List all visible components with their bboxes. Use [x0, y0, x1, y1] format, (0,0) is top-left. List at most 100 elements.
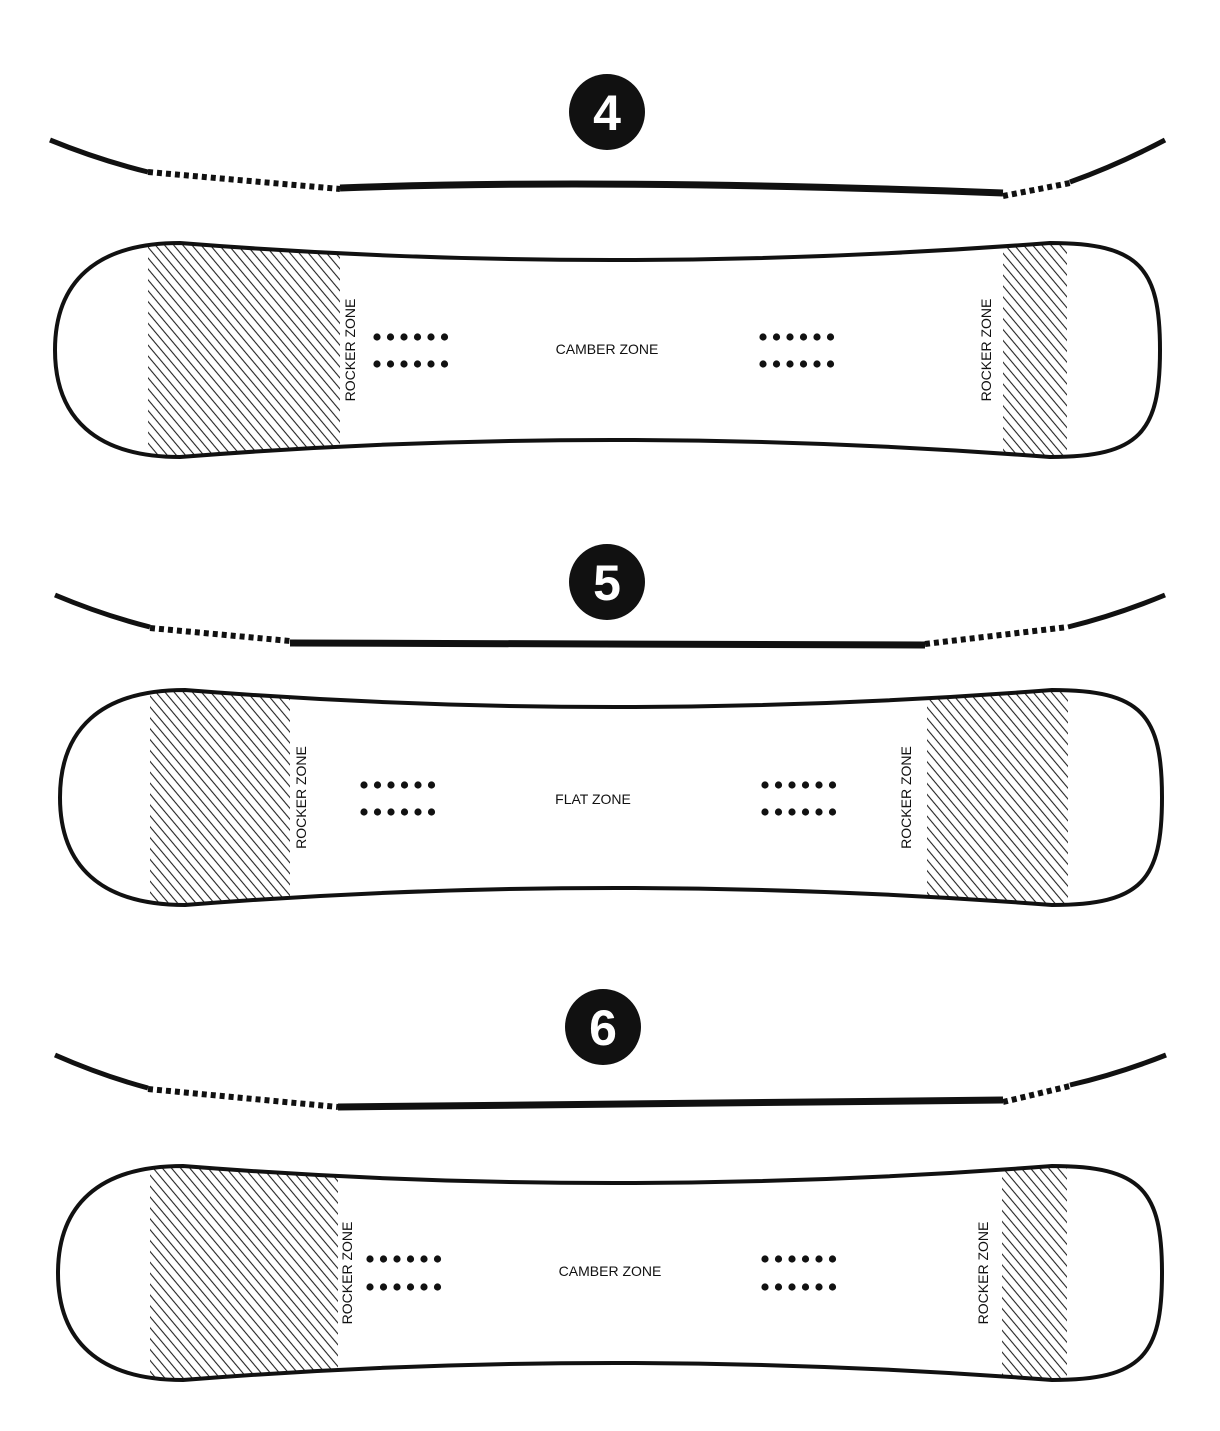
- board-outline: [52, 240, 1163, 460]
- left-binding-insert-dot: [400, 360, 408, 368]
- rocker-zone-hatch-left: [150, 1166, 338, 1380]
- center-base-line: [289, 639, 926, 649]
- right-binding-insert-dot: [828, 808, 837, 816]
- right-binding-insert-dot: [813, 333, 821, 341]
- left-binding-insert-dot: [366, 1255, 374, 1263]
- center-base-line: [337, 1096, 1004, 1111]
- left-binding-insert-dot: [393, 1283, 401, 1291]
- left-binding-insert-dot: [427, 781, 436, 789]
- right-binding-insert-dot: [826, 360, 835, 368]
- right-binding-insert-dot: [761, 1283, 769, 1291]
- rocker-zone-label-right: ROCKER ZONE: [898, 746, 914, 849]
- right-binding-insert-dot: [801, 1283, 810, 1291]
- left-binding-insert-dot: [413, 360, 422, 368]
- left-binding-insert-dot: [387, 781, 395, 789]
- right-binding-insert-dot: [815, 781, 823, 789]
- rocker-zone-hatch-left: [150, 690, 290, 905]
- left-binding-insert-dot: [387, 808, 395, 816]
- right-binding-insert-dot: [815, 1283, 823, 1291]
- left-binding-insert-dot: [433, 1283, 442, 1291]
- rocker-zone-hatch-right: [1003, 243, 1067, 457]
- side-profile: [53, 1052, 1167, 1111]
- right-binding-insert-dot: [786, 333, 794, 341]
- center-zone-label: FLAT ZONE: [555, 791, 631, 807]
- nose-tip-line: [49, 137, 149, 175]
- right-binding-insert-dot: [786, 360, 794, 368]
- left-binding-insert-dot: [406, 1283, 415, 1291]
- right-binding-insert-dot: [813, 360, 821, 368]
- right-binding-insert-dot: [788, 808, 796, 816]
- center-base-line: [339, 180, 1004, 197]
- left-binding-insert-dot: [440, 360, 449, 368]
- profile-number: 4: [593, 85, 621, 141]
- right-binding-insert-dot: [801, 1255, 810, 1263]
- left-binding-insert-dot: [427, 360, 435, 368]
- rocker-zone-label-right: ROCKER ZONE: [978, 299, 994, 402]
- right-binding-insert-dot: [828, 781, 837, 789]
- right-binding-insert-dot: [801, 781, 810, 789]
- rocker-dashed-right: [1002, 180, 1071, 199]
- rocker-zone-label-left: ROCKER ZONE: [293, 746, 309, 849]
- left-binding-insert-dot: [366, 1283, 374, 1291]
- rocker-zone-label-left: ROCKER ZONE: [339, 1222, 355, 1325]
- left-binding-insert-dot: [373, 781, 382, 789]
- side-profile: [54, 592, 1166, 649]
- right-binding-insert-dot: [788, 781, 796, 789]
- right-binding-insert-dot: [774, 781, 783, 789]
- left-binding-insert-dot: [440, 333, 449, 341]
- right-binding-insert-dot: [761, 781, 769, 789]
- right-binding-insert-dot: [761, 1255, 769, 1263]
- right-binding-insert-dot: [761, 808, 769, 816]
- left-binding-insert-dot: [414, 808, 422, 816]
- left-binding-insert-dot: [386, 333, 395, 341]
- rocker-zone-hatch-right: [1002, 1166, 1067, 1380]
- right-binding-insert-dot: [774, 1283, 783, 1291]
- rocker-dashed-right: [1002, 1083, 1071, 1105]
- left-binding-insert-dot: [379, 1283, 388, 1291]
- left-binding-insert-dot: [427, 808, 436, 816]
- left-binding-insert-dot: [433, 1255, 442, 1263]
- nose-tip-line: [54, 592, 151, 630]
- rocker-dashed-right: [924, 624, 1069, 647]
- left-binding-insert-dot: [379, 1255, 388, 1263]
- profile-number: 6: [589, 1000, 617, 1056]
- number-badge: [569, 544, 645, 620]
- right-binding-insert-dot: [801, 808, 810, 816]
- right-binding-insert-dot: [774, 808, 783, 816]
- rocker-dashed-left: [147, 1086, 339, 1110]
- rocker-zone-label-right: ROCKER ZONE: [975, 1222, 991, 1325]
- right-binding-insert-dot: [759, 333, 767, 341]
- right-binding-insert-dot: [799, 333, 808, 341]
- left-binding-insert-dot: [373, 333, 381, 341]
- side-profile: [49, 137, 1167, 199]
- left-binding-insert-dot: [400, 781, 409, 789]
- right-binding-insert-dot: [828, 1255, 837, 1263]
- right-binding-insert-dot: [788, 1283, 796, 1291]
- rocker-dashed-left: [147, 169, 341, 192]
- board-outline: [55, 1163, 1165, 1383]
- rocker-zone-hatch-left: [148, 243, 340, 457]
- left-binding-insert-dot: [373, 360, 381, 368]
- left-binding-insert-dot: [406, 1255, 415, 1263]
- profile-number: 5: [593, 555, 621, 611]
- right-binding-insert-dot: [799, 360, 808, 368]
- tail-tip-line: [1067, 592, 1166, 630]
- tail-tip-line: [1069, 137, 1167, 185]
- left-binding-insert-dot: [427, 333, 435, 341]
- left-binding-insert-dot: [360, 781, 368, 789]
- left-binding-insert-dot: [400, 808, 409, 816]
- left-binding-insert-dot: [413, 333, 422, 341]
- rocker-zone-label-left: ROCKER ZONE: [342, 299, 358, 402]
- center-zone-label: CAMBER ZONE: [559, 1263, 662, 1279]
- left-binding-insert-dot: [400, 333, 408, 341]
- left-binding-insert-dot: [414, 781, 422, 789]
- right-binding-insert-dot: [815, 1255, 823, 1263]
- left-binding-insert-dot: [393, 1255, 401, 1263]
- left-binding-insert-dot: [386, 360, 395, 368]
- right-binding-insert-dot: [772, 333, 781, 341]
- number-badge: [565, 989, 641, 1065]
